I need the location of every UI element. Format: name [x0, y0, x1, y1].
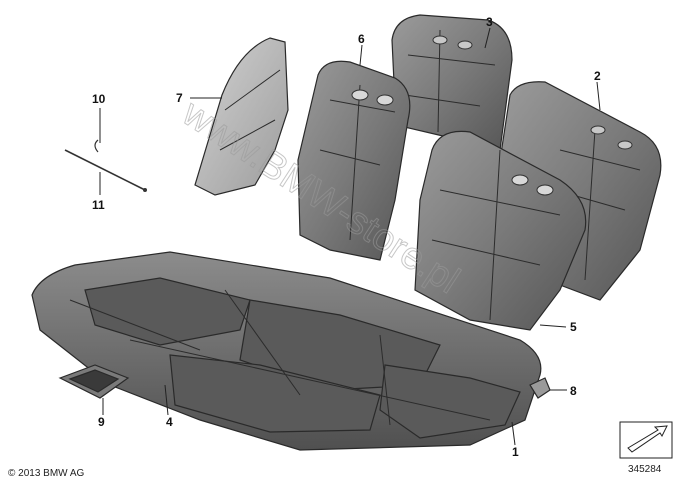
- callout-9: 9: [98, 415, 105, 429]
- drawing-number: 345284: [628, 464, 662, 475]
- callout-8: 8: [570, 384, 577, 398]
- part-4-seat-cushion: [31, 251, 542, 451]
- callout-11: 11: [92, 198, 105, 212]
- part-10-11-rod: [64, 139, 147, 192]
- callout-10: 10: [92, 92, 106, 106]
- copyright-text: © 2013 BMW AG: [8, 468, 85, 479]
- callout-5: 5: [570, 320, 577, 334]
- callout-4: 4: [166, 415, 173, 429]
- part-3-backrest-upper: [391, 14, 513, 151]
- callout-1: 1: [512, 445, 519, 459]
- orientation-arrow-icon: [619, 421, 673, 459]
- part-9-tray: [58, 364, 130, 399]
- callout-2: 2: [594, 69, 601, 83]
- part-5-backrest-front: [414, 130, 587, 331]
- callout-6: 6: [358, 32, 365, 46]
- part-6-backrest-center: [297, 60, 411, 261]
- callout-3: 3: [486, 15, 493, 29]
- callout-7: 7: [176, 91, 183, 105]
- leader-lines: [99, 27, 601, 446]
- part-7-side-foam: [194, 37, 289, 196]
